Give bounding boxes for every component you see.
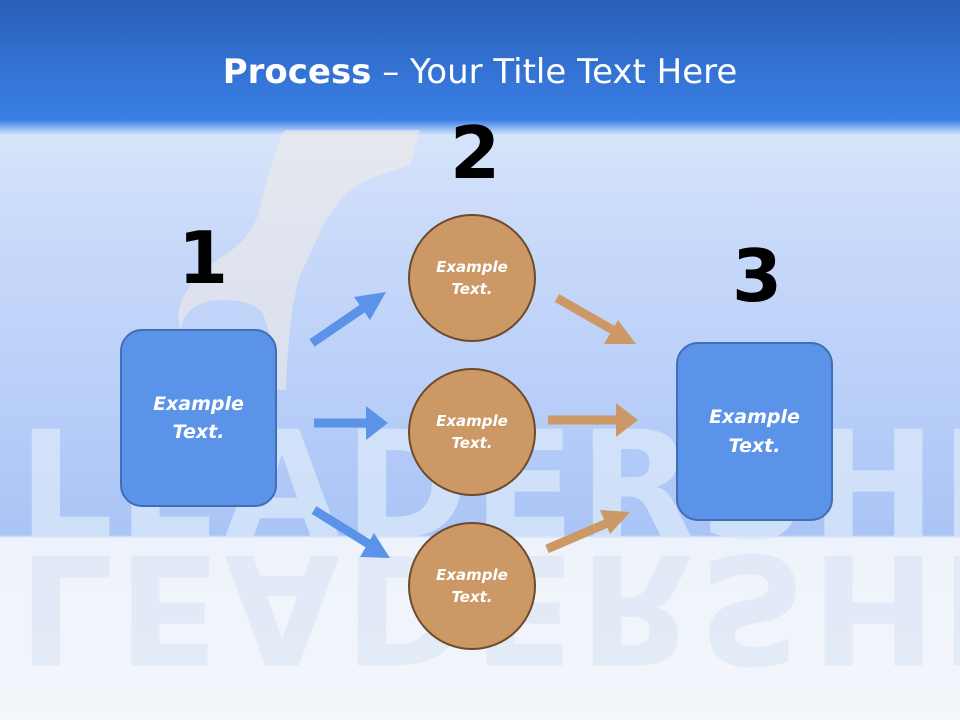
arrowhead-to-circle-2 — [366, 406, 388, 440]
arrow-to-circle-1 — [309, 302, 369, 347]
step-2-circle-top: Example Text. — [408, 214, 536, 342]
arrowhead-to-circle-1 — [354, 292, 386, 320]
arrow-from-circle-1 — [554, 294, 621, 337]
blue-arrows — [309, 292, 390, 558]
circle-bottom-line2: Text. — [451, 588, 493, 606]
arrowhead-from-circle-3 — [600, 510, 630, 534]
title-bold: Process — [222, 52, 372, 92]
step-number-2: 2 — [450, 111, 501, 195]
step-1-line2: Text. — [172, 421, 225, 443]
circle-top-line2: Text. — [451, 280, 493, 298]
step-number-3: 3 — [732, 234, 783, 318]
step-1-box: Example Text. — [120, 329, 277, 507]
step-2-circle-middle: Example Text. — [408, 368, 536, 496]
arrowhead-to-circle-3 — [360, 533, 390, 558]
step-1-line1: Example — [153, 392, 244, 415]
title-rest: – Your Title Text Here — [371, 52, 738, 92]
step-3-box: Example Text. — [676, 342, 833, 521]
slide-title: Process – Your Title Text Here — [0, 52, 960, 92]
step-number-1: 1 — [178, 216, 229, 300]
step-2-circle-bottom: Example Text. — [408, 522, 536, 650]
arrow-to-circle-3 — [311, 506, 375, 550]
arrow-from-circle-3 — [545, 516, 614, 554]
arrowhead-from-circle-1 — [604, 320, 636, 344]
orange-arrows — [545, 294, 638, 554]
arrowhead-from-circle-2 — [616, 403, 638, 437]
step-3-line2: Text. — [728, 434, 781, 457]
circle-bottom-line1: Example — [436, 565, 508, 584]
circle-middle-line1: Example — [436, 411, 508, 430]
step-3-line1: Example — [709, 406, 800, 428]
circle-middle-line2: Text. — [451, 434, 493, 452]
circle-top-line1: Example — [436, 257, 508, 276]
hand-shape — [178, 130, 420, 390]
